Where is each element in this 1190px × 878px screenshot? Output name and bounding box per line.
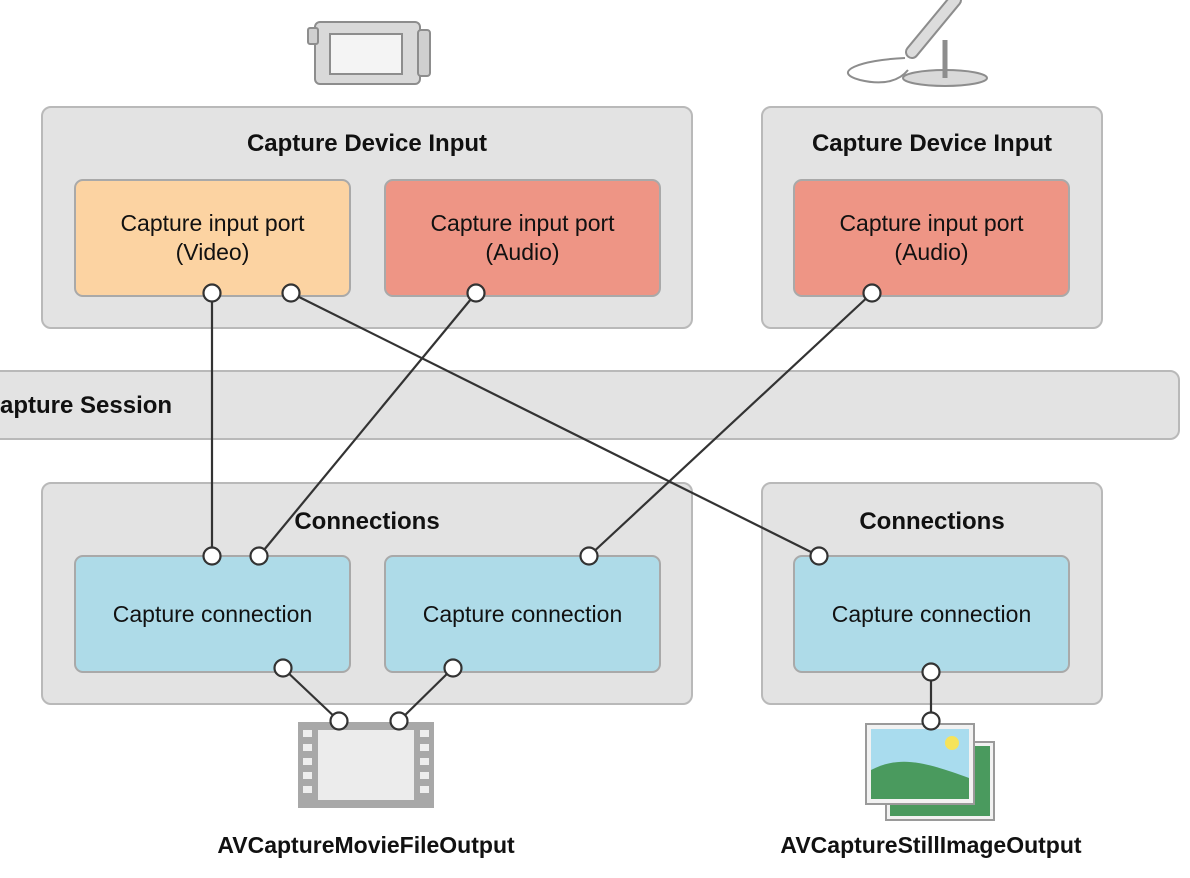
port-node-icon	[443, 658, 463, 678]
port-node-icon	[862, 283, 882, 303]
capture-session-bar	[0, 370, 1180, 440]
capture-input-port-audio-mic[interactable]: Capture input port (Audio)	[793, 179, 1070, 297]
capture-connection[interactable]: Capture connection	[384, 555, 661, 673]
microphone-icon	[846, 0, 988, 87]
port-node-icon	[579, 546, 599, 566]
capture-input-port-audio[interactable]: Capture input port (Audio)	[384, 179, 661, 297]
capture-input-port-video[interactable]: Capture input port (Video)	[74, 179, 351, 297]
port-node-icon	[389, 711, 409, 731]
connection-label: Capture connection	[831, 600, 1032, 627]
group-title: Capture Device Input	[246, 130, 488, 157]
port-node-icon	[202, 283, 222, 303]
port-node-icon	[466, 283, 486, 303]
port-node-icon	[202, 546, 222, 566]
port-node-icon	[329, 711, 349, 731]
connection-label: Capture connection	[422, 600, 623, 627]
port-type: (Audio)	[485, 239, 560, 265]
group-title: Connections	[859, 508, 1005, 535]
wires	[210, 292, 933, 722]
port-label: Capture input port	[430, 210, 615, 236]
capture-connection[interactable]: Capture connection	[793, 555, 1070, 673]
video-camera-icon	[307, 21, 431, 85]
port-nodes	[202, 283, 941, 731]
port-label: Capture input port	[120, 210, 305, 236]
port-type: (Audio)	[894, 239, 969, 265]
port-node-icon	[809, 546, 829, 566]
movie-file-output-label: AVCaptureMovieFileOutput	[217, 832, 515, 858]
port-label: Capture input port	[839, 210, 1024, 236]
port-node-icon	[273, 658, 293, 678]
connection-label: Capture connection	[112, 600, 313, 627]
group-title: Connections	[294, 508, 440, 535]
capture-session-label: apture Session	[0, 392, 173, 419]
film-strip-icon	[298, 722, 434, 808]
port-type: (Video)	[175, 239, 250, 265]
port-node-icon	[249, 546, 269, 566]
port-node-icon	[921, 711, 941, 731]
photo-stack-icon	[865, 723, 995, 821]
port-node-icon	[921, 662, 941, 682]
port-node-icon	[281, 283, 301, 303]
still-image-output-label: AVCaptureStillImageOutput	[780, 832, 1082, 858]
group-title: Capture Device Input	[811, 130, 1053, 157]
